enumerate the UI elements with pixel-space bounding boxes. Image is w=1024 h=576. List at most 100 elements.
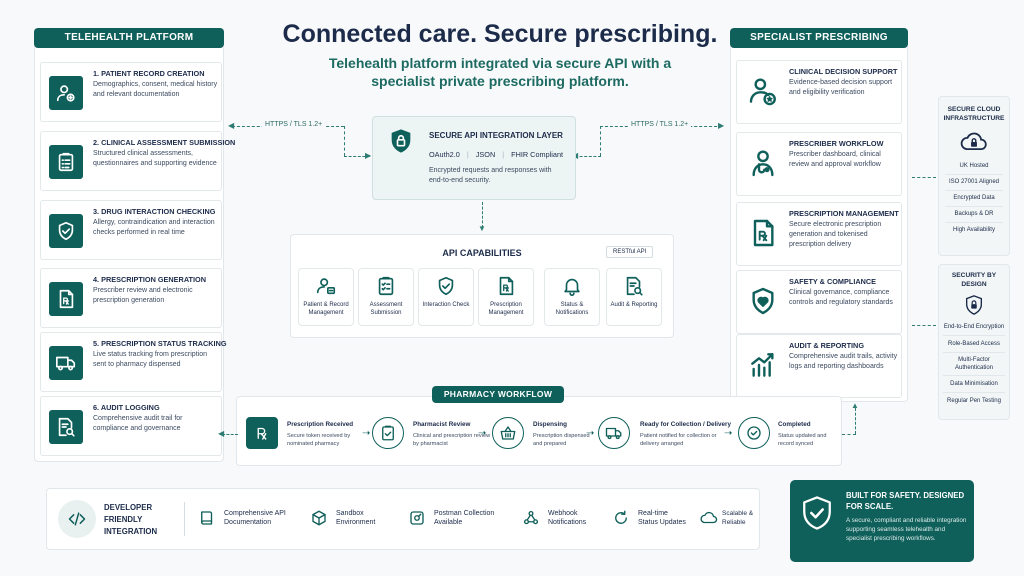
- cloud-item: High Availability: [953, 227, 995, 233]
- item-desc: Secure electronic prescription generatio…: [789, 221, 882, 248]
- patient-add-icon: [56, 85, 75, 102]
- item-title: 2. CLINICAL ASSESSMENT SUBMISSION: [93, 138, 236, 147]
- shield-lock-icon: [391, 129, 411, 153]
- page-subtitle: Telehealth platform integrated via secur…: [328, 55, 672, 89]
- delivery-truck-icon: [56, 356, 76, 371]
- security-item: Multi-Factor Authentication: [943, 353, 1005, 376]
- left-arrow-head-2: ▶: [365, 151, 372, 160]
- item-desc: Demographics, consent, medical history a…: [93, 81, 218, 98]
- pharmacy-header: PHARMACY WORKFLOW: [432, 386, 564, 403]
- item-title: AUDIT & REPORTING: [789, 341, 864, 350]
- step-desc: Secure token received by nominated pharm…: [287, 433, 351, 447]
- shield-heart-icon: [752, 287, 774, 315]
- developer-item-label: Webhook Notifications: [548, 510, 587, 526]
- rx-document-icon: [753, 219, 774, 247]
- cube-icon: [312, 510, 326, 526]
- shield-check-icon: [438, 276, 454, 296]
- developer-item-postman: Postman Collection Available: [408, 509, 506, 527]
- security-item: Regular Pen Testing: [947, 398, 1001, 404]
- item-title: 4. PRESCRIPTION GENERATION: [93, 275, 206, 284]
- doctor-icon: [752, 150, 774, 177]
- left-connector-drop: [344, 126, 345, 156]
- rx-document-icon: [59, 289, 74, 309]
- specialist-header: SPECIALIST PRESCRIBING PLATFORM: [730, 28, 908, 63]
- api-layer-box: SECURE API INTEGRATION LAYER OAuth2.0 | …: [372, 116, 576, 200]
- api-down-connector: [482, 202, 483, 228]
- item-title: 1. PATIENT RECORD CREATION: [93, 69, 205, 78]
- capability-prescription: Prescription Management: [478, 268, 534, 326]
- cloud-item: UK Hosted: [945, 159, 1003, 175]
- security-item: End-to-End Encryption: [943, 319, 1005, 336]
- capability-label: Prescription Management: [488, 302, 524, 316]
- cloud-item: Encrypted Data: [945, 191, 1003, 207]
- right-connector-end: [575, 156, 601, 157]
- book-icon: [201, 511, 213, 525]
- pharmacy-left-connector: [222, 434, 238, 435]
- cloud-icon: [700, 511, 718, 524]
- developer-item-webhook: Webhook Notifications: [522, 509, 598, 527]
- capability-label: Assessment Submission: [369, 302, 403, 316]
- clipboard-icon: [58, 152, 74, 172]
- clipboard-check-icon: [382, 425, 394, 441]
- audit-search-icon: [626, 276, 643, 296]
- step-arrow: ➝: [724, 428, 733, 439]
- check-circle-icon: [747, 426, 761, 440]
- safety-title: BUILT FOR SAFETY. DESIGNED FOR SCALE.: [846, 491, 965, 511]
- api-layer-desc: Encrypted requests and responses with en…: [429, 167, 552, 184]
- telehealth-item-clinical-assessment: 2. CLINICAL ASSESSMENT SUBMISSION Struct…: [40, 131, 235, 191]
- restful-badge: RESTful API: [606, 246, 654, 258]
- item-title: PRESCRIPTION MANAGEMENT: [789, 209, 899, 218]
- specialist-item-prescriber-workflow: PRESCRIBER WORKFLOW Prescriber dashboard…: [736, 132, 902, 196]
- specialist-item-audit-reporting: AUDIT & REPORTING Comprehensive audit tr…: [736, 334, 902, 398]
- shield-check-icon: [803, 496, 831, 530]
- pharmacy-right-up: [855, 408, 856, 434]
- rx-icon: [257, 427, 267, 440]
- api-tag: OAuth2.0: [429, 150, 460, 159]
- shield-lock-icon: [965, 295, 983, 315]
- developer-item-label: Sandbox Environment: [336, 510, 376, 526]
- security-item: Data Minimisation: [943, 376, 1005, 393]
- security-item: Role-Based Access: [943, 336, 1005, 353]
- capability-patient-record: Patient & Record Management: [298, 268, 354, 326]
- step-title: Ready for Collection / Delivery: [640, 421, 731, 428]
- cloud-connector: [912, 177, 936, 178]
- step-title: Dispensing: [533, 421, 567, 428]
- pharmacy-right-connector: [842, 434, 856, 435]
- security-connector: [912, 325, 936, 326]
- developer-item-label: Real-time Status Updates: [638, 510, 686, 526]
- developer-item-label: Scalable & Reliable: [722, 510, 754, 526]
- item-desc: Comprehensive audit trail for compliance…: [93, 415, 183, 432]
- telehealth-item-prescription-generation: 4. PRESCRIPTION GENERATION Prescriber re…: [40, 268, 222, 328]
- capability-label: Interaction Check: [422, 302, 470, 308]
- capability-label: Status & Notifications: [555, 302, 589, 316]
- safety-desc: A secure, compliant and reliable integra…: [846, 517, 967, 542]
- step-arrow: ➝: [362, 428, 371, 439]
- capability-audit: Audit & Reporting: [606, 268, 662, 326]
- webhook-icon: [523, 510, 539, 525]
- bar-chart-icon: [751, 353, 774, 377]
- basket-icon: [500, 426, 516, 440]
- cloud-item: Backups & DR: [945, 207, 1003, 223]
- step-arrow: ➝: [478, 428, 487, 439]
- page-title: Connected care. Secure prescribing.: [282, 20, 718, 48]
- item-desc: Live status tracking from prescription s…: [93, 351, 207, 368]
- left-protocol-label: HTTPS / TLS 1.2+: [262, 121, 326, 128]
- step-arrow: ➝: [586, 428, 595, 439]
- developer-item-realtime: Real-time Status Updates: [612, 509, 688, 527]
- capabilities-title: API CAPABILITIES: [442, 248, 522, 258]
- footer-divider: [184, 502, 185, 536]
- left-connector-end: [344, 156, 370, 157]
- developer-icon-wrap: [58, 500, 96, 538]
- item-desc: Structured clinical assessments, questio…: [93, 150, 217, 167]
- item-desc: Clinical governance, compliance controls…: [789, 289, 893, 306]
- specialist-item-safety-compliance: SAFETY & COMPLIANCE Clinical governance,…: [736, 270, 902, 334]
- step-title: Prescription Received: [287, 421, 354, 428]
- step-title: Completed: [778, 421, 811, 428]
- step-desc: Patient notified for collection or deliv…: [640, 433, 717, 447]
- right-arrow-head: ▶: [718, 121, 725, 130]
- specialist-item-prescription-management: PRESCRIPTION MANAGEMENT Secure electroni…: [736, 202, 902, 266]
- capability-assessment: Assessment Submission: [358, 268, 414, 326]
- pharmacy-up-arrow: ▲: [851, 401, 859, 410]
- capability-status: Status & Notifications: [544, 268, 600, 326]
- api-tag: JSON: [475, 150, 496, 159]
